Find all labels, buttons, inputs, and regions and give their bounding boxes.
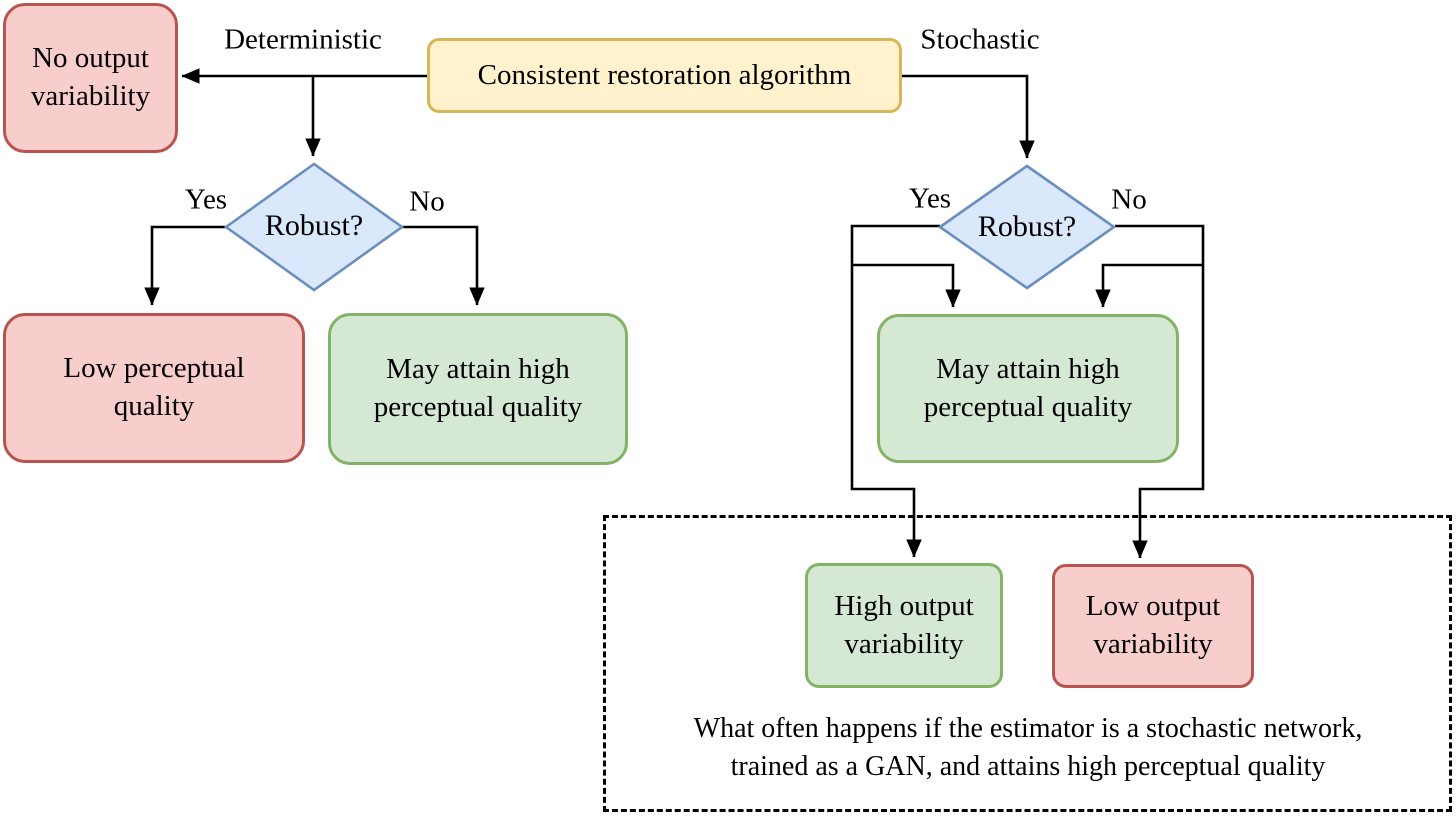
det-no-label: No xyxy=(409,185,445,218)
node-may-attain-deterministic: May attain high perceptual quality xyxy=(328,313,628,465)
node-text-line: variability xyxy=(30,80,151,112)
node-text-line: High output xyxy=(834,589,974,622)
node-text-line: quality xyxy=(113,390,195,422)
branch-label-stochastic: Stochastic xyxy=(920,23,1040,56)
node-text-line: perceptual quality xyxy=(373,391,583,423)
edge-sto-no-inner xyxy=(1095,263,1203,308)
decision-deterministic-label: Robust? xyxy=(264,209,364,242)
node-text-line: May attain high xyxy=(936,352,1120,385)
node-text-line: variability xyxy=(844,627,964,660)
node-text-line: Consistent restoration algorithm xyxy=(477,58,852,91)
node-consistent-restoration-algorithm: Consistent restoration algorithm xyxy=(427,38,902,113)
node-text-line: perceptual quality xyxy=(923,390,1133,423)
node-text-line: variability xyxy=(1093,628,1213,660)
branch-label-deterministic: Deterministic xyxy=(224,23,382,56)
node-text-line: No output xyxy=(32,42,149,75)
edge-det-yes xyxy=(144,225,226,306)
decision-stochastic-diamond xyxy=(937,164,1117,290)
edge-sto-no-outer xyxy=(1115,224,1205,559)
det-yes-label: Yes xyxy=(184,183,228,216)
edge-det-no xyxy=(402,225,485,306)
node-no-output-variability: No output variability xyxy=(3,3,178,153)
annotation-line: What often happens if the estimator is a… xyxy=(693,713,1363,744)
node-low-perceptual-quality: Low perceptual quality xyxy=(3,313,305,463)
node-text-line: May attain high xyxy=(386,353,570,386)
decision-stochastic-label: Robust? xyxy=(977,210,1077,243)
annotation-caption: What often happens if the estimator is a… xyxy=(613,710,1443,785)
node-text-line: Low perceptual xyxy=(63,352,245,385)
sto-no-label: No xyxy=(1111,183,1147,216)
edge-sto-yes-outer xyxy=(850,224,940,558)
edge-sto-yes-inner xyxy=(852,263,961,308)
node-high-output-variability: High output variability xyxy=(805,563,1003,688)
dashed-annotation-region xyxy=(603,515,1452,812)
annotation-line: trained as a GAN, and attains high perce… xyxy=(730,750,1326,782)
decision-deterministic-diamond xyxy=(223,162,405,292)
node-low-output-variability: Low output variability xyxy=(1052,564,1254,688)
node-text-line: Low output xyxy=(1085,590,1221,623)
edge-stochastic-drop xyxy=(902,74,1035,159)
sto-yes-label: Yes xyxy=(908,182,952,215)
node-may-attain-stochastic: May attain high perceptual quality xyxy=(877,314,1179,463)
